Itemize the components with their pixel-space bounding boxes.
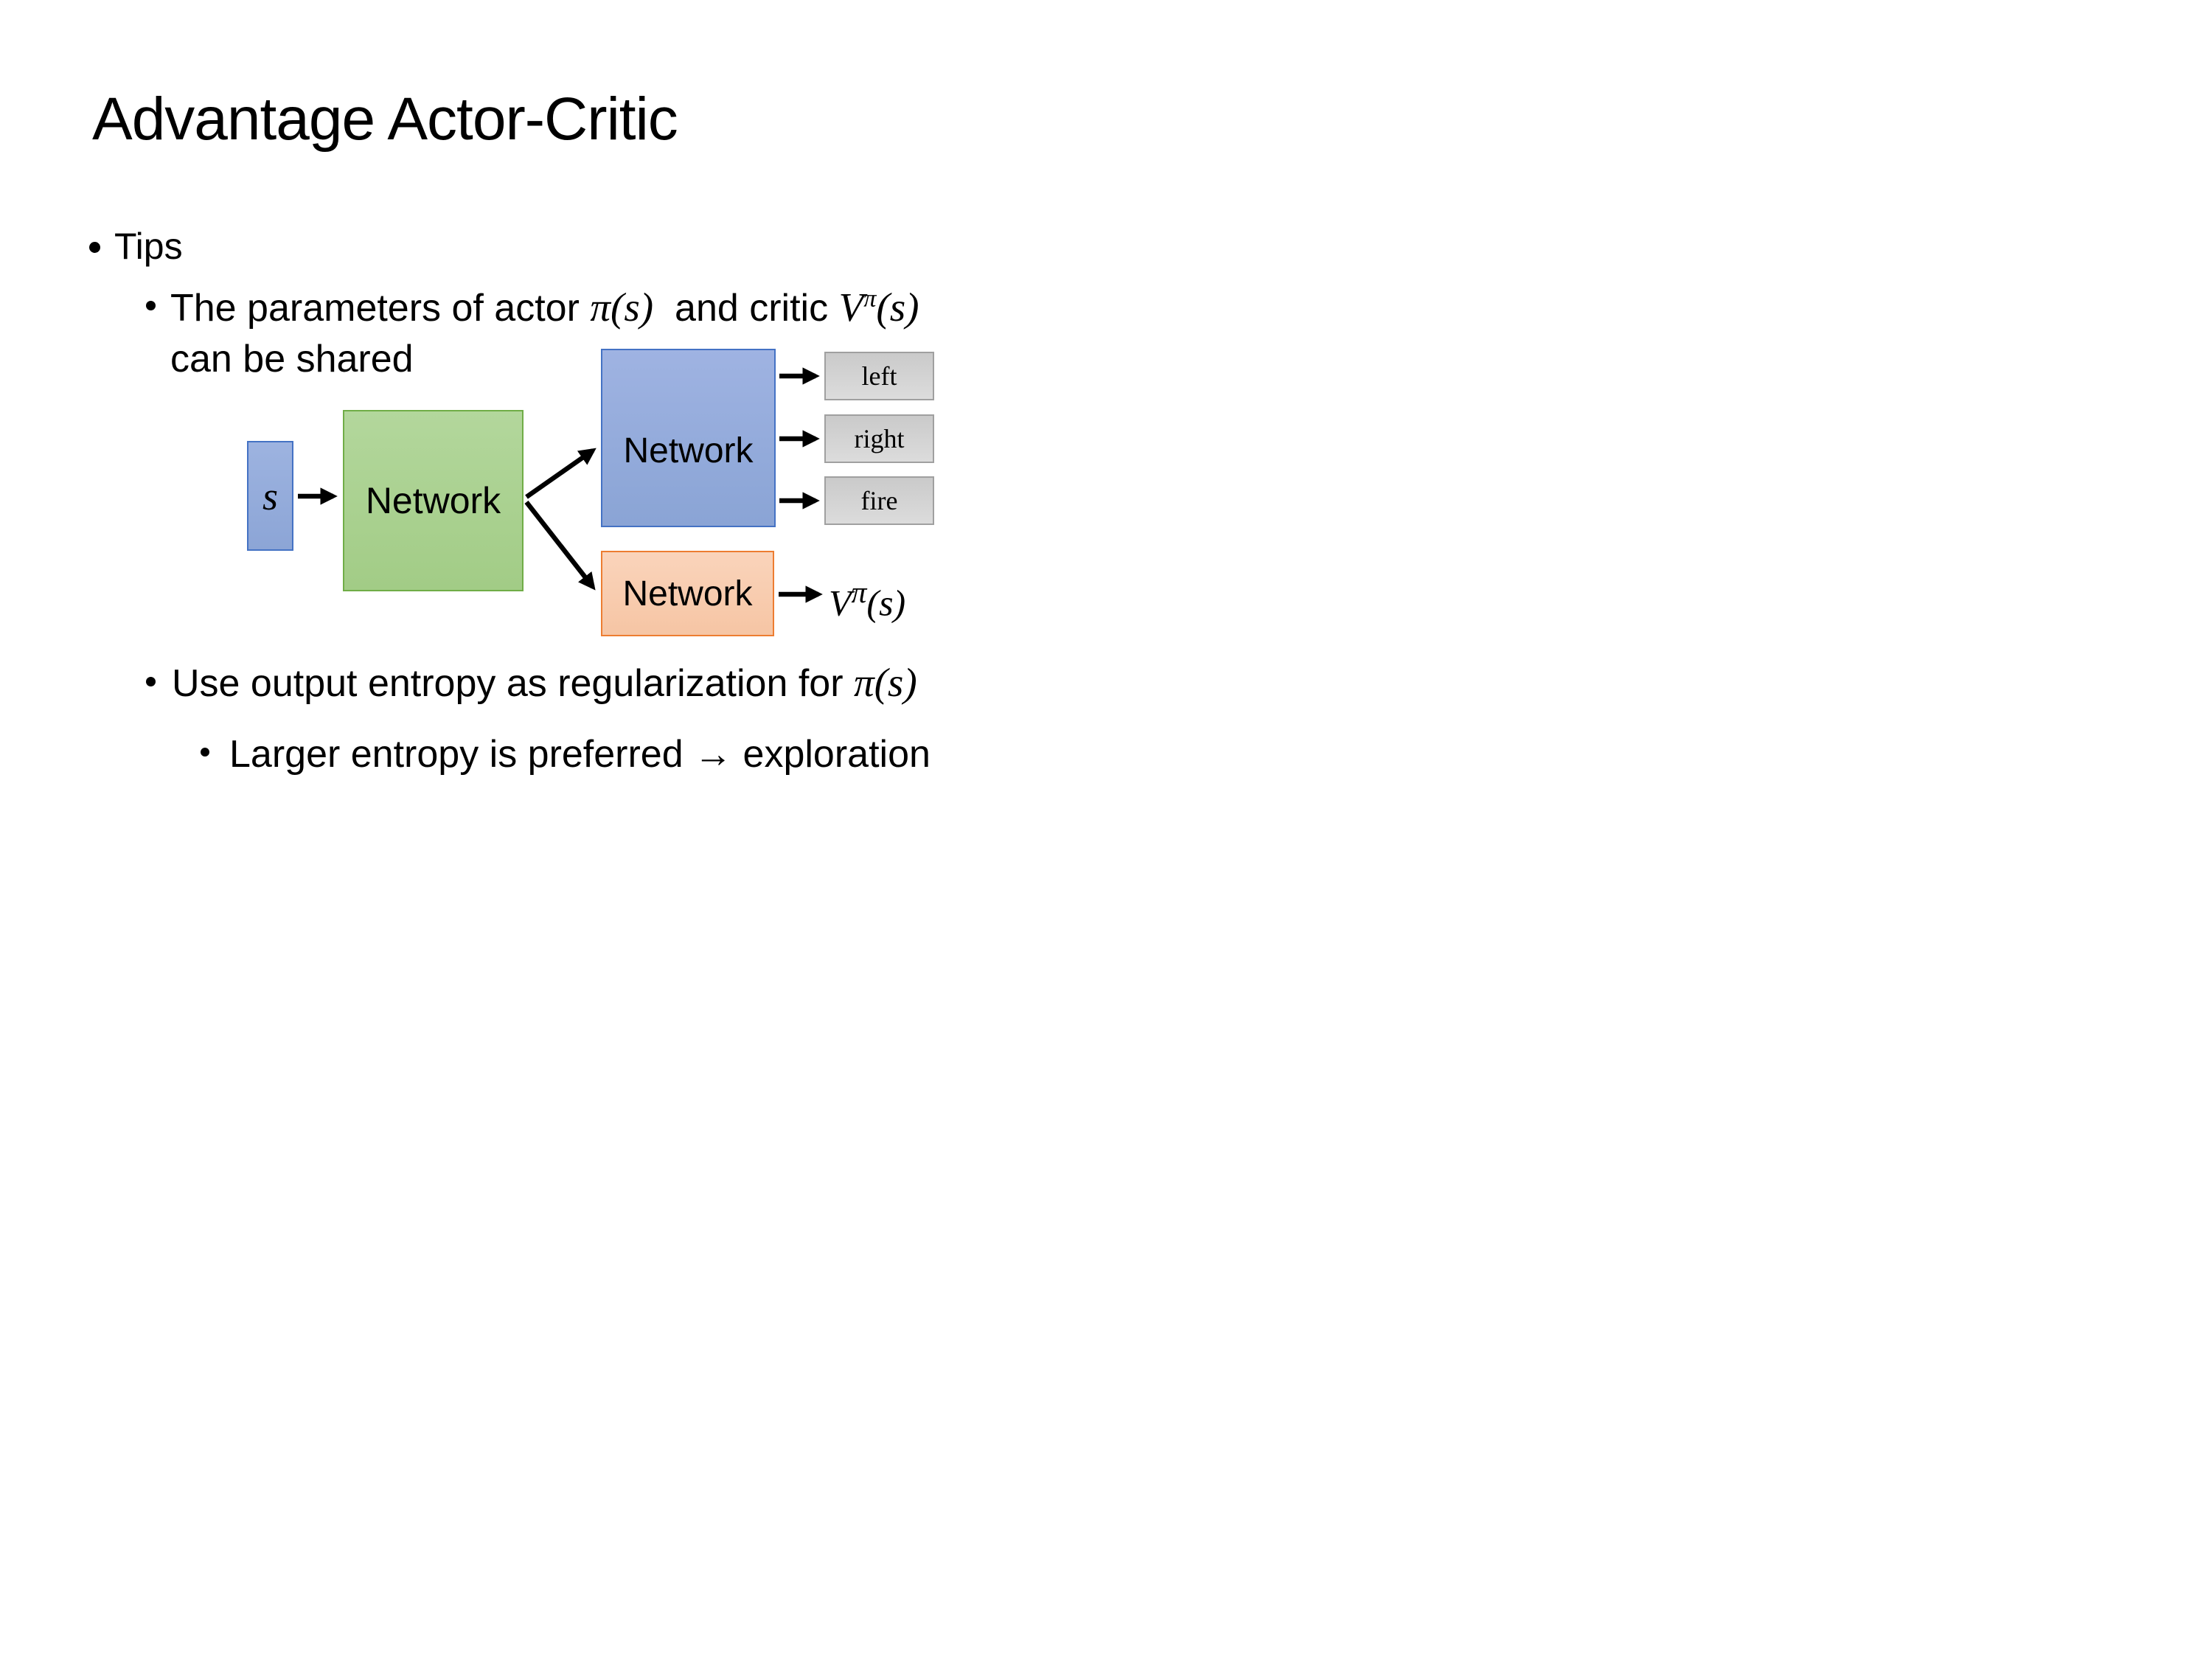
action-label-right: right (854, 424, 905, 453)
action-box-fire: fire (824, 476, 934, 525)
arrow-shared-to-critic-icon (524, 500, 596, 591)
slide-canvas: Advantage Actor-Critic Tips The paramete… (0, 0, 1106, 830)
math-args: (s) (876, 285, 919, 330)
page-title: Advantage Actor-Critic (92, 86, 678, 153)
bullet-dot (146, 677, 156, 686)
actor-network-label: Network (623, 431, 754, 470)
bullet-larger-entropy: Larger entropy is preferred → exploratio… (229, 733, 931, 776)
math-base: V (838, 285, 864, 330)
bullet-dot (146, 301, 156, 310)
critic-output-label: Vπ(s) (829, 576, 906, 624)
math-pi-s: π(s) (853, 660, 917, 705)
action-label-left: left (861, 361, 897, 391)
critic-network-box: Network (601, 551, 774, 636)
action-label-fire: fire (860, 486, 898, 515)
math-sup: π (863, 285, 877, 313)
shared-network-box: Network (343, 410, 524, 591)
state-input-box: s (247, 441, 293, 551)
math-pi-s: π(s) (590, 285, 654, 330)
math-v-pi-s: Vπ(s) (839, 285, 919, 330)
math-sup: π (851, 576, 867, 610)
math-args: (s) (866, 582, 906, 624)
bullet-text: The parameters of actor (170, 287, 591, 330)
action-box-left: left (824, 352, 934, 400)
bullet-dot (201, 748, 209, 757)
bullet-text: Use output entropy as regularization for (172, 662, 854, 705)
bullet-tips: Tips (114, 226, 183, 267)
bullet-dot (89, 242, 100, 253)
math-base: V (829, 582, 852, 624)
bullet-parameters-shared: The parameters of actor π(s) and critic … (170, 285, 919, 330)
action-box-right: right (824, 414, 934, 463)
bullet-parameters-shared-line2: can be shared (170, 338, 414, 380)
state-label: s (262, 473, 278, 518)
shared-network-label: Network (365, 480, 501, 521)
bullet-text: and critic (653, 287, 839, 330)
critic-network-label: Network (622, 574, 753, 613)
arrow-shared-to-actor-icon (525, 448, 597, 499)
actor-network-box: Network (601, 349, 776, 527)
bullet-entropy-regularization: Use output entropy as regularization for… (172, 662, 917, 703)
